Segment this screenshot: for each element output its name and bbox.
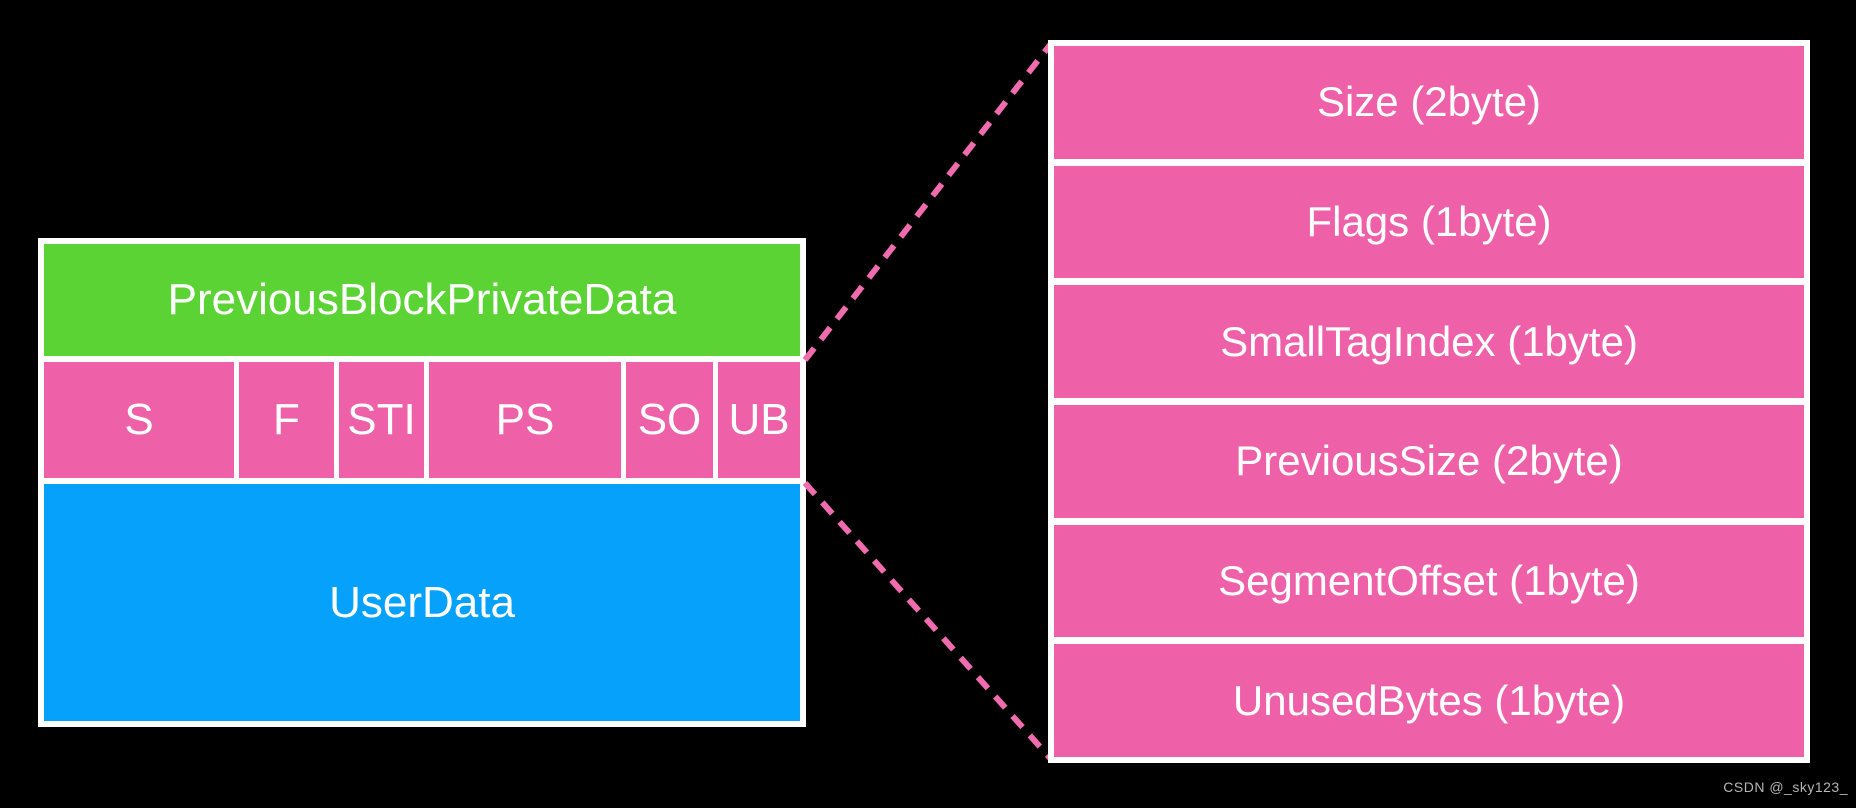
- header-cell-segment-offset: SO: [626, 362, 713, 478]
- header-cell-segment-offset-label: SO: [637, 395, 702, 444]
- detail-row-flags-label: Flags (1byte): [1306, 198, 1552, 245]
- detail-row-unused-bytes-label: UnusedBytes (1byte): [1232, 676, 1626, 724]
- header-detail-table: Size (2byte) Flags (1byte) SmallTagIndex…: [1048, 40, 1810, 763]
- detail-row-segment-offset-label: SegmentOffset (1byte): [1218, 557, 1640, 605]
- header-cell-size-label: S: [124, 395, 154, 444]
- csdn-watermark: CSDN @_sky123_: [1723, 779, 1848, 795]
- header-cell-unused-bytes: UB: [718, 362, 800, 478]
- connector-line-bottom: [802, 481, 1053, 760]
- detail-row-small-tag-index: SmallTagIndex (1byte): [1054, 285, 1804, 399]
- detail-row-unused-bytes: UnusedBytes (1byte): [1054, 644, 1804, 758]
- previous-block-private-data-block: PreviousBlockPrivateData: [44, 244, 800, 356]
- header-cell-small-tag-index: STI: [339, 362, 424, 478]
- header-cell-previous-size-label: PS: [495, 395, 555, 444]
- detail-row-segment-offset: SegmentOffset (1byte): [1054, 524, 1804, 638]
- detail-row-previous-size-label: PreviousSize (2byte): [1235, 437, 1623, 485]
- header-cell-flags: F: [239, 362, 334, 478]
- detail-row-previous-size: PreviousSize (2byte): [1054, 405, 1804, 518]
- header-cell-unused-bytes-label: UB: [728, 395, 790, 444]
- detail-row-small-tag-index-label: SmallTagIndex (1byte): [1220, 317, 1638, 365]
- header-cell-flags-label: F: [273, 395, 300, 444]
- header-cell-previous-size: PS: [429, 362, 621, 478]
- heap-block-diagram: PreviousBlockPrivateData S F STI PS SO U…: [38, 238, 806, 727]
- connector-line-top: [802, 43, 1053, 362]
- detail-row-size-label: Size (2byte): [1316, 78, 1542, 126]
- detail-row-size: Size (2byte): [1054, 46, 1804, 159]
- user-data-label: UserData: [329, 577, 515, 627]
- previous-block-private-data-label: PreviousBlockPrivateData: [167, 275, 677, 324]
- chunk-header-row: S F STI PS SO UB: [44, 362, 800, 478]
- user-data-block: UserData: [44, 484, 800, 721]
- header-cell-size: S: [44, 362, 234, 478]
- header-cell-small-tag-index-label: STI: [347, 395, 416, 444]
- detail-row-flags: Flags (1byte): [1054, 165, 1804, 279]
